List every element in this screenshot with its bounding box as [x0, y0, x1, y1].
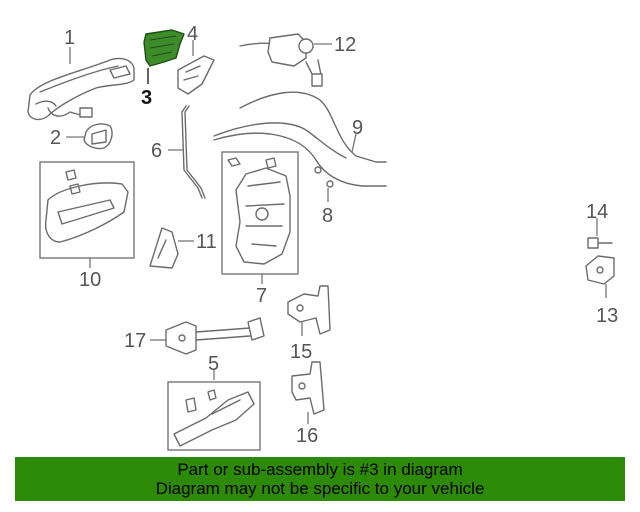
callout-5: 5 [208, 353, 219, 375]
info-banner: Part or sub-assembly is #3 in diagram Di… [15, 457, 625, 501]
part-4-bracket[interactable] [177, 55, 215, 95]
callout-17: 17 [124, 330, 146, 352]
callout-4: 4 [187, 23, 198, 45]
part-3-highlighted[interactable] [143, 29, 185, 67]
callout-3: 3 [141, 87, 152, 109]
callout-6: 6 [151, 140, 162, 162]
part-9-cable[interactable] [213, 91, 387, 163]
callout-16: 16 [296, 425, 318, 447]
box-part-10 [39, 161, 135, 259]
part-12-lock-cylinder[interactable] [239, 33, 323, 87]
callout-10: 10 [79, 269, 101, 291]
part-7-latch[interactable] [227, 157, 291, 265]
banner-line-1: Part or sub-assembly is #3 in diagram [177, 460, 463, 479]
box-part-5 [167, 381, 261, 451]
part-1-outside-handle[interactable] [27, 57, 135, 121]
part-13-striker[interactable] [585, 255, 615, 285]
part-8-cable[interactable] [213, 132, 387, 188]
part-11-trim[interactable] [149, 227, 179, 269]
callout-1: 1 [64, 27, 75, 49]
callout-15: 15 [290, 341, 312, 363]
callout-7: 7 [256, 285, 267, 307]
callout-9: 9 [352, 117, 363, 139]
banner-line-2: Diagram may not be specific to your vehi… [155, 479, 485, 498]
callout-13: 13 [596, 305, 618, 327]
callout-11: 11 [196, 231, 217, 253]
callout-14: 14 [586, 201, 608, 223]
box-part-7 [221, 151, 299, 275]
part-6-rod[interactable] [181, 105, 206, 199]
leader-9 [351, 133, 357, 153]
part-17-door-check[interactable] [165, 317, 265, 355]
part-2-handle-cap[interactable] [83, 123, 113, 150]
callout-12: 12 [334, 34, 356, 56]
part-16-lower-hinge[interactable] [291, 361, 325, 415]
callout-8: 8 [322, 205, 333, 227]
parts-diagram: 1 2 3 4 6 12 9 [27, 23, 618, 451]
part-15-upper-hinge[interactable] [287, 285, 331, 335]
part-14-bolt[interactable] [587, 237, 613, 249]
callout-2: 2 [50, 127, 61, 149]
part-5-handle-base[interactable] [173, 389, 255, 447]
part-10-inside-handle[interactable] [44, 169, 129, 243]
